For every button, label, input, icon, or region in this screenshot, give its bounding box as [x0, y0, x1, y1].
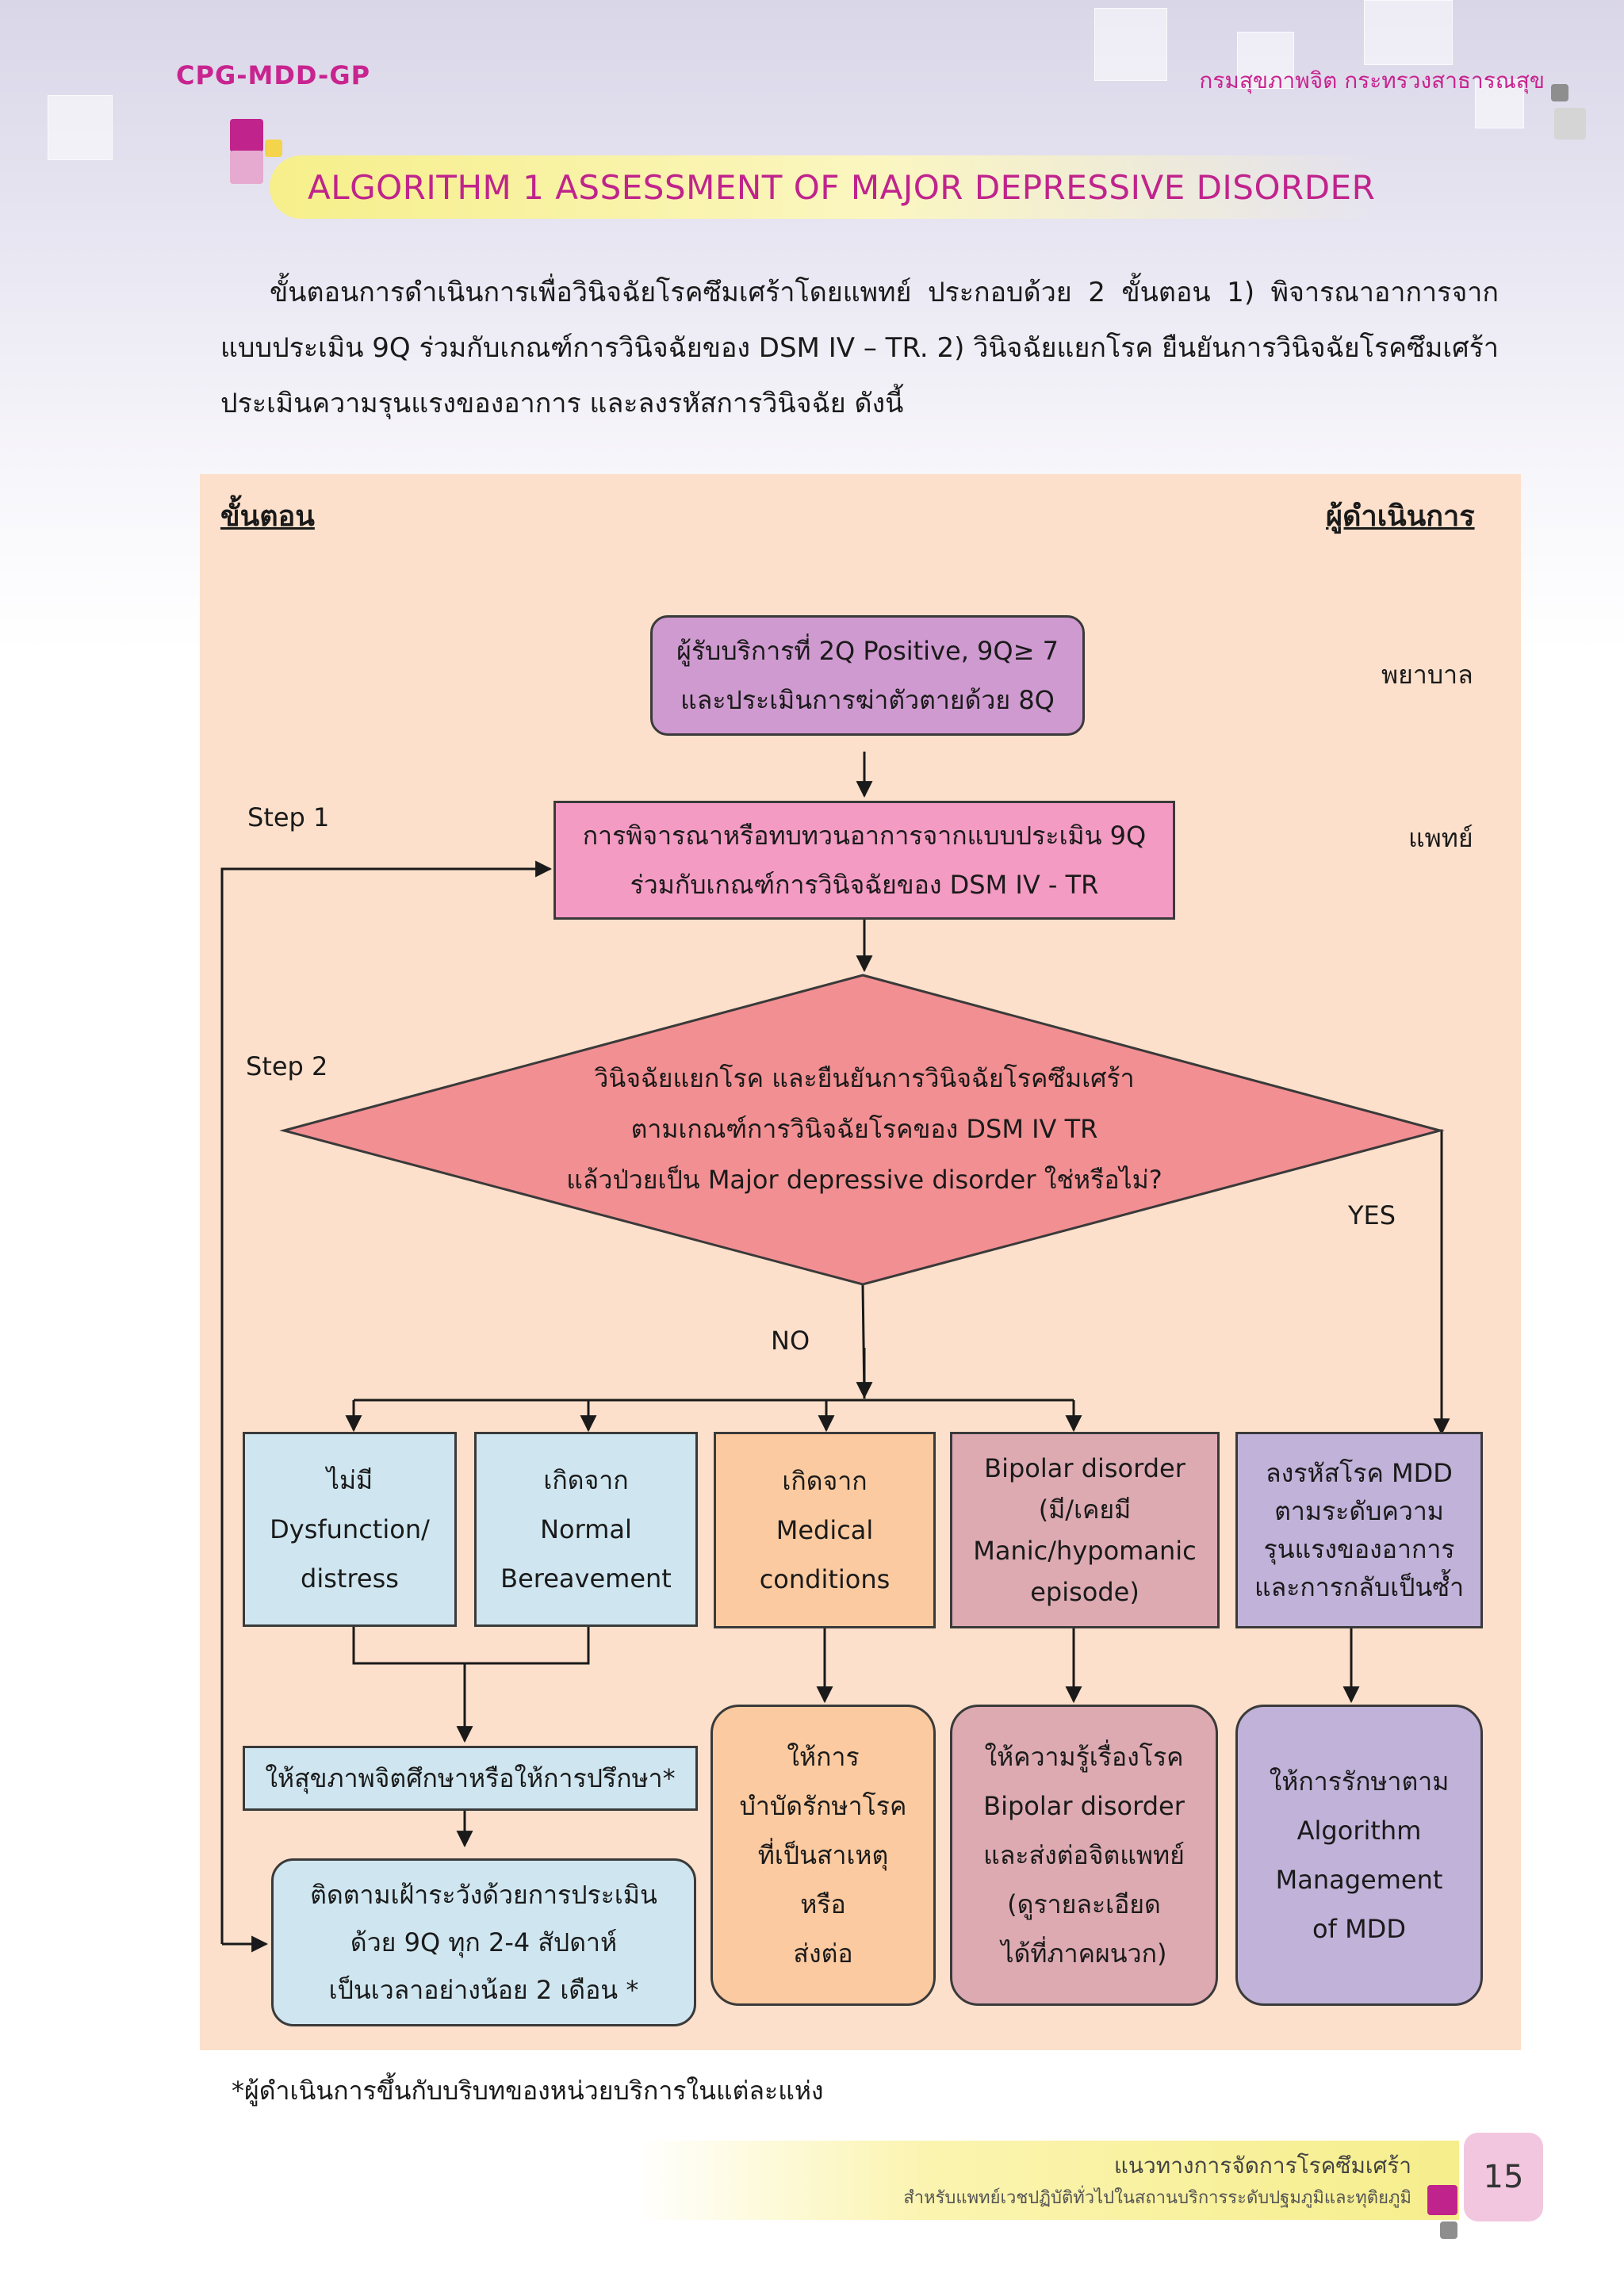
page-number: 15 [1464, 2133, 1543, 2221]
outcome-text: episode) [1030, 1577, 1139, 1607]
footer-subtitle: สำหรับแพทย์เวชปฏิบัติทั่วไปในสถานบริการร… [903, 2188, 1411, 2208]
decor-square [1237, 32, 1294, 89]
start-box: ผู้รับบริการที่ 2Q Positive, 9Q≥ 7 และปร… [650, 615, 1085, 736]
step-1-label: Step 1 [247, 802, 330, 832]
outcome-text: เกิดจาก [782, 1466, 868, 1496]
treat-line: ให้การรักษาตาม [1269, 1766, 1450, 1797]
outcome-text: (มี/เคยมี [1038, 1494, 1132, 1525]
column-header-actor: ผู้ดำเนินการ [1326, 500, 1475, 533]
treat-line: Bipolar disorder [983, 1791, 1185, 1821]
document-code: CPG-MDD-GP [176, 60, 371, 90]
treat-line: หรือ [800, 1889, 846, 1919]
outcome-bipolar: Bipolar disorder (มี/เคยมี Manic/hypoman… [950, 1432, 1220, 1628]
page-title: ALGORITHM 1 ASSESSMENT OF MAJOR DEPRESSI… [308, 168, 1376, 207]
department-name: กรมสุขภาพจิต กระทรวงสาธารณสุข [1199, 67, 1545, 94]
followup-line: ติดตามเฝ้าระวังด้วยการประเมิน [310, 1880, 657, 1910]
treat-line: ให้ความรู้เรื่องโรค [984, 1742, 1184, 1772]
decision-line-2: ตามเกณฑ์การวินิจฉัยโรคของ DSM IV TR [630, 1114, 1098, 1144]
step-2-label: Step 2 [246, 1051, 328, 1081]
decor-square [48, 95, 113, 160]
outcome-text: Normal [540, 1514, 632, 1544]
outcome-bereavement: เกิดจาก Normal Bereavement [474, 1432, 698, 1627]
footnote: *ผู้ดำเนินการขึ้นกับบริบทของหน่วยบริการใ… [232, 2076, 824, 2106]
outcome-text: รุนแรงของอาการ [1263, 1534, 1455, 1564]
review-line-1: การพิจารณาหรือทบทวนอาการจากแบบประเมิน 9Q [582, 821, 1147, 851]
treat-line: ได้ที่ภาคผนวก) [1001, 1938, 1167, 1969]
decision-line-1: วินิจฉัยแยกโรค และยืนยันการวินิจฉัยโรคซึ… [594, 1063, 1135, 1093]
education-text: ให้สุขภาพจิตศึกษาหรือให้การปรึกษา* [265, 1763, 676, 1793]
footer-band [634, 2141, 1459, 2220]
title-marker [230, 151, 263, 184]
outcome-text: Manic/hypomanic [973, 1536, 1197, 1566]
outcome-text: ตามระดับความ [1274, 1496, 1444, 1526]
yes-label: YES [1348, 1200, 1396, 1230]
decor-square [1554, 108, 1586, 140]
title-marker [265, 140, 282, 157]
footer-title: แนวทางการจัดการโรคซึมเศร้า [1113, 2152, 1411, 2179]
treat-line: Algorithm [1297, 1816, 1422, 1846]
outcome-text: distress [301, 1563, 399, 1594]
followup-line: ด้วย 9Q ทุก 2-4 สัปดาห์ [350, 1927, 618, 1957]
decor-square [1094, 8, 1167, 81]
column-header-steps: ขั้นตอน [220, 500, 315, 533]
treat-line: บำบัดรักษาโรค [739, 1791, 907, 1821]
outcome-text: ไม่มี [326, 1465, 373, 1495]
outcome-text: เกิดจาก [543, 1465, 629, 1495]
decision-line-3: แล้วป่วยเป็น Major depressive disorder ใ… [566, 1165, 1162, 1195]
footer-marker [1440, 2221, 1457, 2239]
decor-square [1364, 0, 1453, 65]
treat-line: และส่งต่อจิตแพทย์ [983, 1840, 1185, 1870]
review-box: การพิจารณาหรือทบทวนอาการจากแบบประเมิน 9Q… [553, 801, 1175, 920]
outcome-text: Medical [776, 1515, 874, 1545]
no-label: NO [771, 1326, 810, 1356]
title-marker [230, 119, 263, 152]
treat-line: ที่เป็นสาเหตุ [757, 1840, 889, 1870]
start-line-1: ผู้รับบริการที่ 2Q Positive, 9Q≥ 7 [676, 636, 1059, 666]
treat-medical-box: ให้การ บำบัดรักษาโรค ที่เป็นสาเหตุ หรือ … [710, 1705, 936, 2006]
followup-box: ติดตามเฝ้าระวังด้วยการประเมิน ด้วย 9Q ทุ… [271, 1858, 696, 2026]
arrow-loop-to-review [220, 860, 553, 1944]
footer-marker [1427, 2185, 1457, 2215]
decor-square [1475, 79, 1524, 128]
outcome-text: Bipolar disorder [984, 1453, 1185, 1483]
treat-line: of MDD [1312, 1914, 1406, 1944]
outcome-medical: เกิดจาก Medical conditions [714, 1432, 936, 1628]
outcome-text: conditions [759, 1564, 891, 1594]
role-nurse: พยาบาล [1381, 660, 1473, 690]
line-merge-blue [352, 1627, 590, 1665]
decision-text: วินิจฉัยแยกโรค และยืนยันการวินิจฉัยโรคซึ… [539, 1053, 1189, 1205]
treat-line: Management [1275, 1865, 1443, 1895]
outcome-text: ลงรหัสโรค MDD [1266, 1458, 1453, 1488]
intro-paragraph: ขั้นตอนการดำเนินการเพื่อวินิจฉัยโรคซึมเศ… [220, 277, 1499, 419]
treat-line: ให้การ [787, 1742, 860, 1772]
decision-diamond [279, 974, 1445, 1286]
start-line-2: และประเมินการฆ่าตัวตายด้วย 8Q [680, 685, 1055, 715]
arrow-yes [1433, 1129, 1450, 1436]
education-box: ให้สุขภาพจิตศึกษาหรือให้การปรึกษา* [243, 1746, 698, 1811]
title-band [270, 155, 1380, 219]
outcome-no-dysfunction: ไม่มี Dysfunction/ distress [243, 1432, 457, 1627]
review-line-2: ร่วมกับเกณฑ์การวินิจฉัยของ DSM IV - TR [630, 870, 1099, 900]
treat-bipolar-box: ให้ความรู้เรื่องโรค Bipolar disorder และ… [950, 1705, 1218, 2006]
treat-line: (ดูรายละเอียด [1007, 1889, 1161, 1919]
treat-line: ส่งต่อ [793, 1938, 853, 1969]
decor-square [1551, 84, 1568, 101]
outcome-text: และการกลับเป็นซ้ำ [1254, 1572, 1465, 1602]
outcome-text: Dysfunction/ [270, 1514, 430, 1544]
outcome-text: Bereavement [500, 1563, 672, 1594]
treat-mdd-box: ให้การรักษาตาม Algorithm Management of M… [1235, 1705, 1483, 2006]
role-doctor: แพทย์ [1408, 823, 1473, 853]
followup-line: เป็นเวลาอย่างน้อย 2 เดือน * [328, 1975, 639, 2005]
outcome-mdd-code: ลงรหัสโรค MDD ตามระดับความ รุนแรงของอากา… [1235, 1432, 1483, 1628]
